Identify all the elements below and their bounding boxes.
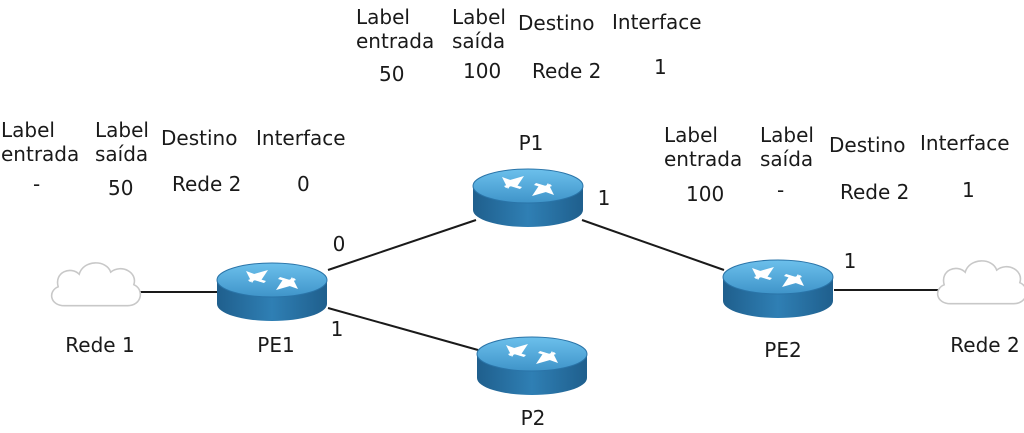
header-interface: Interface <box>920 131 1010 155</box>
router-p2-icon <box>477 337 587 395</box>
pe2-destination: Rede 2 <box>840 180 910 204</box>
interface-pe1-to-p1: 0 <box>333 232 346 256</box>
router-pe2-icon <box>723 260 833 318</box>
interface-p1-to-pe2: 1 <box>598 186 611 210</box>
router-pe1-icon <box>217 263 327 321</box>
interface-pe2-to-rede2: 1 <box>844 249 857 273</box>
link-pe1-p1 <box>327 219 477 271</box>
node-label-rede1: Rede 1 <box>65 333 134 357</box>
node-label-rede2: Rede 2 <box>950 333 1019 357</box>
node-label-p1: P1 <box>519 131 544 155</box>
interface-pe1-to-p2: 1 <box>331 317 344 341</box>
header-label-entrada: Label entrada <box>664 123 743 171</box>
header-label-saida: Label saída <box>760 123 814 171</box>
p1-label-out: 100 <box>463 59 502 83</box>
header-destino: Destino <box>161 126 238 150</box>
node-label-pe1: PE1 <box>257 333 294 357</box>
node-label-p2: P2 <box>521 406 546 430</box>
pe2-interface: 1 <box>962 178 975 202</box>
router-p1-icon <box>473 169 583 227</box>
cloud-rede2-icon <box>936 260 1024 305</box>
p1-label-in: 50 <box>379 62 405 86</box>
pe1-label-out: 50 <box>108 176 134 200</box>
pe1-interface: 0 <box>297 172 310 196</box>
pe1-label-in: - <box>33 172 41 196</box>
header-destino: Destino <box>829 133 906 157</box>
link-p1-pe2 <box>581 219 725 271</box>
node-label-pe2: PE2 <box>764 338 801 362</box>
header-label-entrada: Label entrada <box>356 5 435 53</box>
link-pe1-p2 <box>327 307 479 351</box>
header-label-saida: Label saída <box>95 118 149 166</box>
pe2-label-out: - <box>777 178 785 202</box>
header-label-entrada: Label entrada <box>1 118 80 166</box>
pe1-destination: Rede 2 <box>172 172 242 196</box>
header-interface: Interface <box>612 10 702 34</box>
p1-interface: 1 <box>654 55 667 79</box>
p1-destination: Rede 2 <box>532 59 602 83</box>
cloud-rede1-icon <box>50 262 142 307</box>
header-label-saida: Label saída <box>452 5 506 53</box>
header-interface: Interface <box>256 126 346 150</box>
header-destino: Destino <box>518 11 595 35</box>
pe2-label-in: 100 <box>686 182 725 206</box>
